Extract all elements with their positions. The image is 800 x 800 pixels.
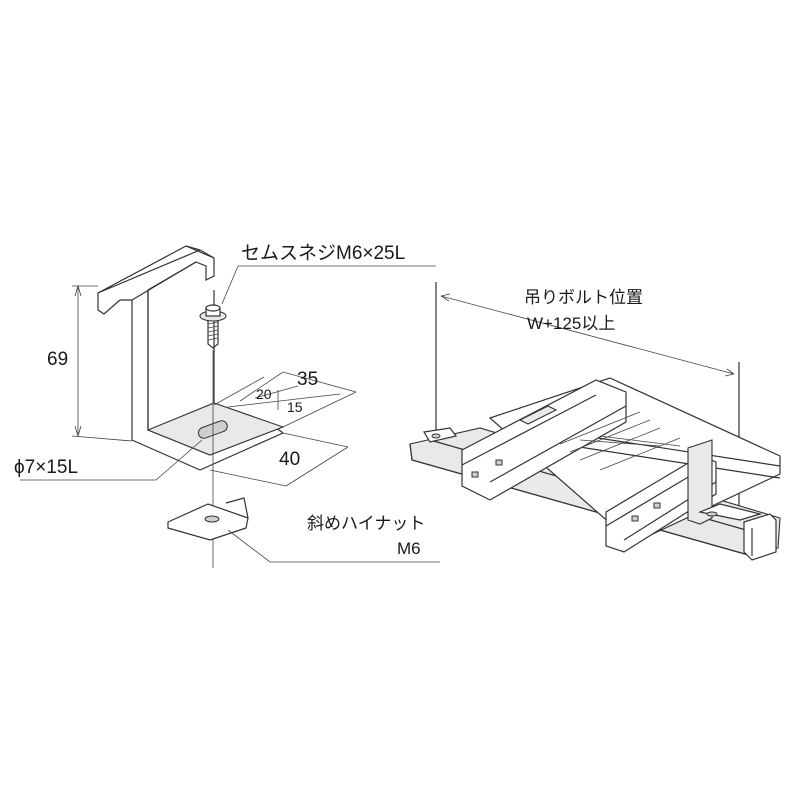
- screw-label: セムスネジM6×25L: [241, 243, 406, 264]
- diagonal-nut: [167, 503, 249, 541]
- bolt-position-label: 吊りボルト位置: [524, 288, 643, 307]
- bolt-spacing-label: W+125以上: [527, 314, 616, 333]
- installed-bracket: [687, 439, 713, 525]
- dimension-69: 69: [47, 349, 69, 370]
- semus-screw: [199, 304, 227, 349]
- dimension-15: 15: [287, 399, 303, 415]
- nut-label-line2: M6: [397, 539, 421, 558]
- dimension-35: 35: [297, 369, 319, 390]
- nut-label-line1: 斜めハイナット: [307, 514, 426, 533]
- dimension-20: 20: [256, 386, 272, 402]
- hole-label: ϕ7×15L: [14, 457, 79, 478]
- dimension-40: 40: [279, 449, 301, 470]
- ladder-rail-left: [461, 379, 627, 501]
